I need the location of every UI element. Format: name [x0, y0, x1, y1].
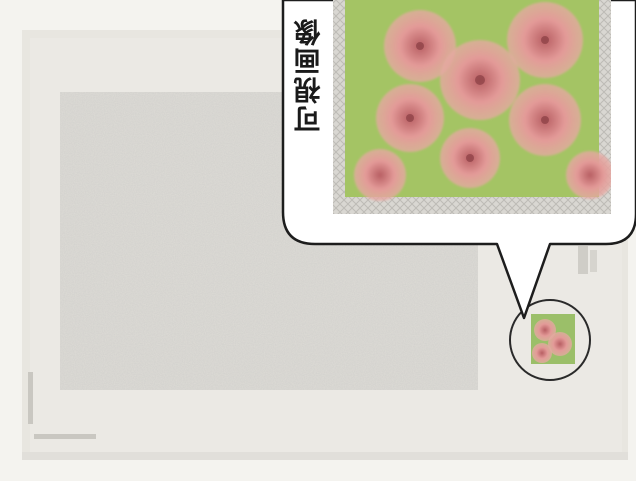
callout-label: 可視画像: [294, 17, 326, 133]
margin-note: [28, 372, 33, 424]
highlight-circle: [509, 299, 591, 381]
zoomed-flower-image: [345, 0, 611, 201]
thumbnail-image: [509, 299, 591, 381]
side-note: [578, 246, 588, 274]
zoom-callout: [281, 0, 636, 320]
